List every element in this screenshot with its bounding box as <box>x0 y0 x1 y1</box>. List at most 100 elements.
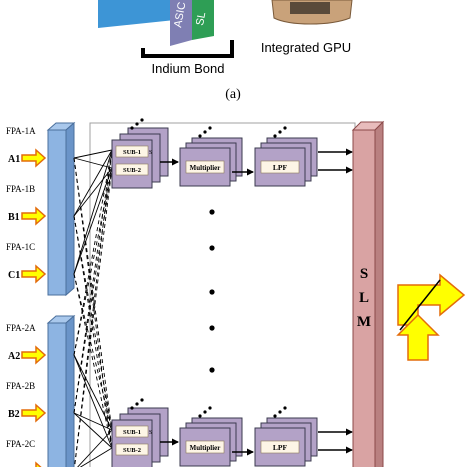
output-arrow-up <box>396 313 440 361</box>
row-bottom-multiplier-label-box <box>185 440 225 454</box>
fan-line <box>74 167 113 467</box>
chip-blue-layer <box>98 0 175 28</box>
fan-line <box>73 167 113 414</box>
row-bottom-multiplier: Multiplier <box>179 417 243 467</box>
fan-line <box>73 167 113 275</box>
slm-letter-s: S <box>360 266 368 282</box>
fan-line <box>73 149 113 217</box>
slm-chip-label: SL <box>194 11 208 26</box>
fan-line <box>73 149 113 414</box>
row-top-lpf-dot <box>278 130 282 134</box>
indium-bond-bracket <box>141 40 234 58</box>
fpa-label-2a: FPA-2A <box>6 323 36 333</box>
fpa-bar-1 <box>47 129 67 296</box>
fpa-bar-2-side <box>65 314 75 467</box>
fpa-label-2c: FPA-2C <box>6 439 35 449</box>
fpa-label-1b: FPA-1B <box>6 184 35 194</box>
slm-side <box>374 120 384 467</box>
row-bottom-mult-dot <box>208 406 212 410</box>
asic-layer <box>170 0 192 46</box>
slm-letter-m: M <box>357 314 371 330</box>
row-bottom-sub2-label: SUB-2 <box>123 447 141 454</box>
fan-line <box>73 157 113 449</box>
row-top-mult-dot <box>208 126 212 130</box>
row-top-sub2-box <box>115 163 149 176</box>
row-top-sub1-label: SUB-1 <box>123 149 141 156</box>
input-label-b1: B1 <box>8 212 20 223</box>
fan-line <box>77 429 113 467</box>
output-arrow-right <box>397 273 466 326</box>
ellipsis-dot <box>209 325 215 331</box>
row-top-multiplier-label-box <box>185 160 225 174</box>
fan-line <box>73 157 113 169</box>
fan-line <box>73 167 113 217</box>
input-arrow-b2 <box>21 403 47 423</box>
ellipsis-dot <box>209 245 215 251</box>
input-arrow-a1 <box>21 148 47 168</box>
row-bottom-lpf-label-box <box>260 440 300 454</box>
fpa-label-1c: FPA-1C <box>6 242 35 252</box>
fpa-bar-2 <box>47 322 67 467</box>
fan-line <box>73 149 113 275</box>
fan-line <box>73 412 113 431</box>
ellipsis-dot <box>209 209 215 215</box>
slm-column: S L M <box>351 120 385 467</box>
row-top-s-mark: S <box>149 150 152 156</box>
row-top-mult-dot <box>203 130 207 134</box>
row-bottom-lpf: LPF <box>254 417 318 467</box>
row-bottom-mult-dot <box>198 414 202 418</box>
chip-stack: ASIC SL Indium Bond <box>98 0 234 76</box>
row-top-sub-dot <box>130 126 134 130</box>
fan-out-lines <box>73 149 113 467</box>
row-bottom-lpf-dot <box>278 410 282 414</box>
gpu-chip <box>271 0 353 25</box>
fan-line <box>73 167 113 356</box>
ellipsis-dot <box>209 289 215 295</box>
row-top-lpf: LPF <box>254 137 318 187</box>
top-figure: ASIC SL Indium Bond Integrated GPU (a) <box>98 0 353 102</box>
row-bottom-sub1-label: SUB-1 <box>123 429 141 436</box>
fan-line <box>79 447 113 467</box>
row-top-lpf-dot <box>283 126 287 130</box>
fpa-bar-group-1 <box>46 121 76 297</box>
gpu-die-icon <box>290 2 330 14</box>
slm-letter-l: L <box>359 290 369 306</box>
row-top-sub2-label: SUB-2 <box>123 167 141 174</box>
fpa-bar-1-side <box>65 121 75 297</box>
row-top-lpf-dot <box>273 134 277 138</box>
row-top-multiplier: Multiplier <box>179 137 243 187</box>
row-bottom-lpf-label: LPF <box>273 443 288 452</box>
input-arrow-a2 <box>21 345 47 365</box>
ellipsis-dot <box>209 367 215 373</box>
panel-label-a: (a) <box>225 87 241 102</box>
row-bottom-sub2-box <box>115 443 149 456</box>
vertical-ellipsis <box>209 209 215 373</box>
input-arrows <box>21 148 47 467</box>
fan-line <box>73 149 113 159</box>
row-bottom-sub-dot <box>130 406 134 410</box>
input-label-c1: C1 <box>8 270 20 281</box>
row-top-lpf-label-box <box>260 160 300 174</box>
row-bottom-multiplier-label: Multiplier <box>190 444 221 452</box>
row-top-sub-dot <box>135 122 139 126</box>
input-arrow-c1 <box>21 264 47 284</box>
indium-bond-label: Indium Bond <box>152 61 225 76</box>
row-top-sub-dot <box>140 118 144 122</box>
fan-line <box>74 149 113 467</box>
input-arrow-b1 <box>21 206 47 226</box>
fpa-label-1a: FPA-1A <box>6 126 36 136</box>
row-top-multiplier-label: Multiplier <box>190 164 221 172</box>
row-bottom-mult-dot <box>203 410 207 414</box>
slm-layer <box>192 0 214 40</box>
row-bottom-sub-dot <box>140 398 144 402</box>
row-bottom-sub-dot <box>135 402 139 406</box>
row-top-mult-dot <box>198 134 202 138</box>
input-label-b2: B2 <box>8 409 20 420</box>
row-bottom-s-mark: S <box>149 430 152 436</box>
input-label-a2: A2 <box>8 351 20 362</box>
output-beam <box>396 273 466 361</box>
fpa-bar-group-2 <box>46 314 76 467</box>
row-bottom-sub1-box <box>115 425 149 438</box>
